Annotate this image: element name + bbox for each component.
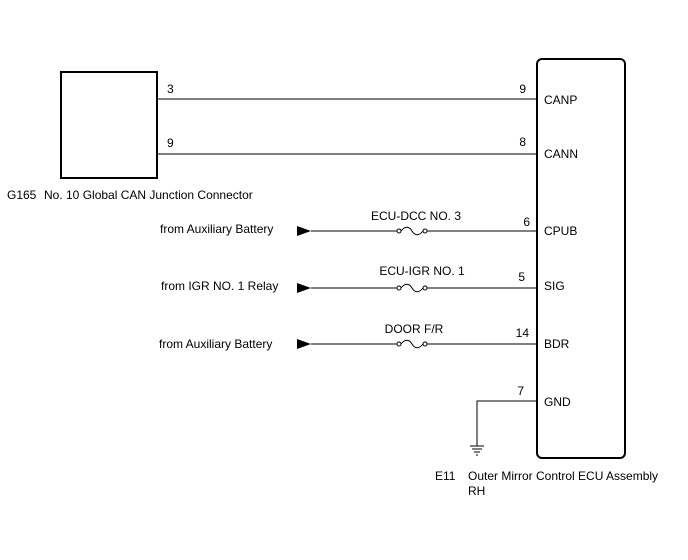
circuit-cpub: from Auxiliary Battery ECU-DCC NO. 3 6 C… [160, 209, 577, 238]
wire-cann: 9 8 CANN [157, 135, 578, 161]
connector-name: No. 10 Global CAN Junction Connector [44, 188, 253, 202]
ecu-pin-cann: 8 [519, 135, 526, 149]
ecu-box [536, 58, 626, 459]
source-label-cpub: from Auxiliary Battery [160, 222, 273, 236]
ecu-name-line1: Outer Mirror Control ECU Assembly [468, 469, 658, 483]
ecu-code: E11 [435, 469, 456, 483]
wire-canp: 3 9 CANP [157, 82, 577, 107]
terminal-sig: SIG [544, 279, 565, 293]
terminal-canp: CANP [544, 93, 577, 107]
fuse-label-sig: ECU-IGR NO. 1 [379, 264, 465, 278]
ecu-pin-sig: 5 [518, 270, 525, 284]
fuse-icon [396, 226, 428, 236]
circuit-bdr: from Auxiliary Battery DOOR F/R 14 BDR [159, 322, 570, 351]
ecu-pin-gnd: 7 [517, 384, 524, 398]
arrow-right-icon [297, 283, 311, 293]
ecu-pin-bdr: 14 [516, 326, 530, 340]
junction-connector-box [60, 71, 158, 179]
circuit-sig: from IGR NO. 1 Relay ECU-IGR NO. 1 5 SIG [161, 264, 565, 293]
terminal-cpub: CPUB [544, 224, 577, 238]
connector-pin-cann: 9 [167, 136, 174, 150]
ground-icon [470, 445, 484, 456]
terminal-gnd: GND [544, 395, 571, 409]
arrow-right-icon [297, 339, 311, 349]
fuse-icon [396, 283, 428, 293]
ecu-pin-cpub: 6 [523, 215, 530, 229]
ecu-pin-canp: 9 [519, 82, 526, 96]
source-label-sig: from IGR NO. 1 Relay [161, 279, 278, 293]
terminal-bdr: BDR [544, 337, 570, 351]
ecu-name-line2: RH [468, 484, 485, 498]
fuse-label-bdr: DOOR F/R [385, 322, 444, 336]
connector-pin-canp: 3 [167, 82, 174, 96]
fuse-label-cpub: ECU-DCC NO. 3 [371, 209, 461, 223]
circuit-gnd: 7 GND [470, 384, 571, 456]
fuse-icon [396, 339, 428, 349]
terminal-cann: CANN [544, 147, 578, 161]
arrow-right-icon [297, 226, 311, 236]
connector-code: G165 [7, 188, 37, 202]
source-label-bdr: from Auxiliary Battery [159, 337, 272, 351]
